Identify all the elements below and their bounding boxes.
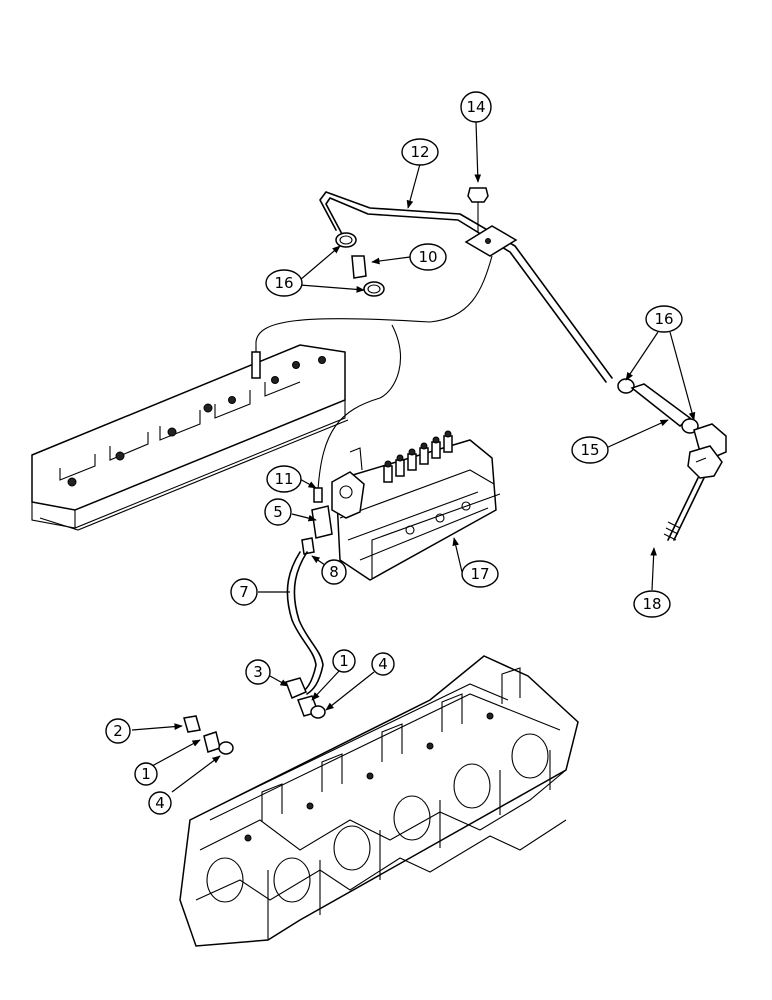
- callout-11-label: 11: [274, 470, 293, 488]
- fittings-center: [285, 677, 326, 719]
- callout-5: 5: [264, 498, 292, 526]
- callout-16-lower: 16: [645, 305, 683, 333]
- fuel-return-line: [319, 191, 613, 383]
- callout-3-label: 3: [253, 663, 263, 681]
- callout-1-left: 1: [134, 762, 158, 786]
- callout-8: 8: [321, 559, 347, 585]
- fittings-left: [183, 715, 234, 755]
- callout-16-lower-label: 16: [654, 310, 673, 328]
- callout-4-left-label: 4: [155, 794, 165, 812]
- callout-18-label: 18: [642, 595, 661, 613]
- callout-10: 10: [409, 243, 447, 271]
- callout-11: 11: [266, 465, 302, 493]
- callout-5-label: 5: [273, 503, 283, 521]
- callout-14: 14: [460, 91, 492, 123]
- callout-1-left-label: 1: [141, 765, 151, 783]
- callout-15-label: 15: [580, 441, 599, 459]
- fittings-11-5-8: [301, 487, 333, 555]
- callout-17: 17: [461, 560, 499, 588]
- hose-and-clamps-upper: [335, 232, 385, 297]
- callout-8-label: 8: [329, 563, 339, 581]
- callout-15: 15: [571, 436, 609, 464]
- callout-12: 12: [401, 138, 439, 166]
- injection-pump: [331, 430, 501, 581]
- callout-7-label: 7: [239, 583, 249, 601]
- callout-2-label: 2: [113, 722, 123, 740]
- injector-leak-lines: [255, 255, 493, 491]
- callout-17-label: 17: [470, 565, 489, 583]
- callout-1-center: 1: [332, 649, 356, 673]
- callout-16-upper: 16: [265, 269, 303, 297]
- callout-12-label: 12: [410, 143, 429, 161]
- valve-cover: [31, 342, 349, 531]
- callout-4-center-label: 4: [378, 655, 388, 673]
- callout-7: 7: [230, 578, 258, 606]
- callout-3: 3: [245, 659, 271, 685]
- callout-18: 18: [633, 590, 671, 618]
- hose-15-and-valve: [617, 378, 727, 541]
- bolt-14: [467, 187, 489, 232]
- callout-2: 2: [105, 718, 131, 744]
- callout-1-center-label: 1: [339, 652, 349, 670]
- callout-10-label: 10: [418, 248, 437, 266]
- callout-4-left: 4: [148, 791, 172, 815]
- callout-4-center: 4: [371, 652, 395, 676]
- callout-14-label: 14: [466, 98, 485, 116]
- cylinder-head: [179, 655, 579, 947]
- pump-outlets: [383, 430, 453, 483]
- fuel-line-7: [286, 551, 324, 695]
- callout-16-upper-label: 16: [274, 274, 293, 292]
